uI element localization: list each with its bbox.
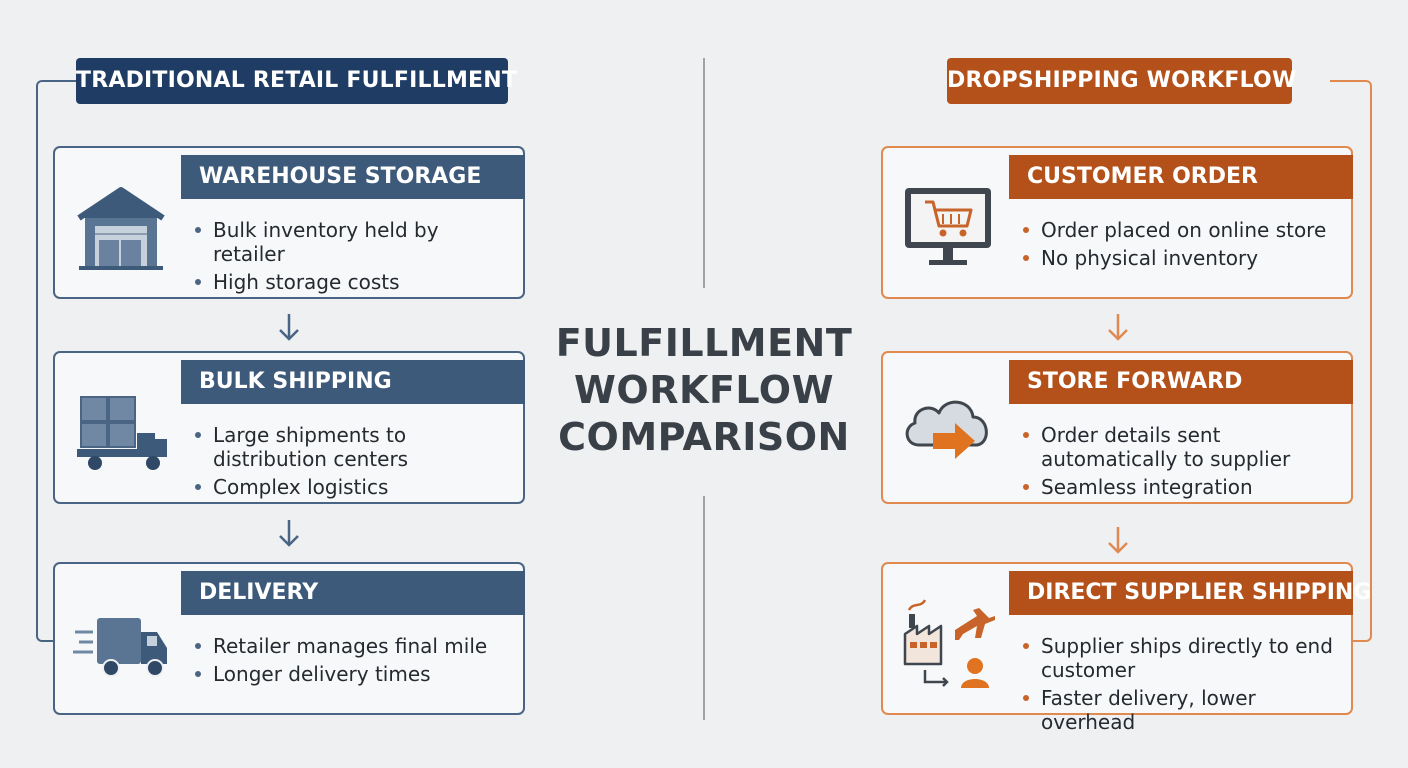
card-store-forward: STORE FORWARD Order details sent automat… (881, 351, 1353, 504)
title-line-1: FULFILLMENT (555, 321, 853, 365)
bullet-item: Large shipments to distribution centers (195, 423, 515, 471)
factory-plane-customer-icon (903, 599, 995, 688)
bullet-item: No physical inventory (1023, 246, 1343, 270)
bullet-item: Supplier ships directly to end customer (1023, 634, 1343, 682)
card-title: STORE FORWARD (1009, 360, 1353, 404)
card-title: CUSTOMER ORDER (1009, 155, 1353, 199)
card-direct-supplier-shipping: DIRECT SUPPLIER SHIPPING Supplier ships … (881, 562, 1371, 734)
bullet-item: Complex logistics (195, 475, 515, 499)
bullet-item: High storage costs (195, 270, 515, 294)
delivery-truck-icon (73, 618, 167, 677)
bullet-item: Order details sent automatically to supp… (1023, 423, 1343, 471)
bullet-item: Longer delivery times (195, 662, 515, 686)
down-arrow-icon (279, 520, 299, 547)
card-title: DELIVERY (181, 571, 525, 615)
bullet-list: Order details sent automatically to supp… (1023, 423, 1343, 503)
dropshipping-banner: DROPSHIPPING WORKFLOW (947, 58, 1296, 104)
card-title: BULK SHIPPING (181, 360, 525, 404)
card-delivery: DELIVERY Retailer manages final mile Lon… (53, 562, 525, 715)
bullet-list: Order placed on online store No physical… (1023, 218, 1343, 274)
bullet-list: Large shipments to distribution centers … (195, 423, 515, 503)
card-warehouse-storage: WAREHOUSE STORAGE Bulk inventory held by… (53, 146, 525, 299)
down-arrow-icon (1108, 314, 1128, 341)
card-title: DIRECT SUPPLIER SHIPPING (1009, 571, 1371, 615)
card-customer-order: CUSTOMER ORDER Order placed on online st… (881, 146, 1353, 299)
monitor-cart-icon (905, 188, 991, 265)
pallet-truck-icon (77, 396, 167, 470)
bullet-item: Bulk inventory held by retailer (195, 218, 515, 266)
bullet-item: Faster delivery, lower overhead (1023, 686, 1343, 734)
card-title: WAREHOUSE STORAGE (181, 155, 525, 199)
bullet-item: Order placed on online store (1023, 218, 1343, 242)
cloud-forward-icon (905, 400, 988, 459)
title-line-2: WORKFLOW (574, 368, 834, 412)
warehouse-icon (77, 187, 165, 270)
bullet-list: Bulk inventory held by retailer High sto… (195, 218, 515, 298)
card-bulk-shipping: BULK SHIPPING Large shipments to distrib… (53, 351, 525, 504)
traditional-banner: TRADITIONAL RETAIL FULFILLMENT (76, 58, 517, 104)
down-arrow-icon (1108, 527, 1128, 554)
page-title: FULFILLMENT WORKFLOW COMPARISON (540, 320, 868, 461)
bullet-item: Seamless integration (1023, 475, 1343, 499)
bullet-item: Retailer manages final mile (195, 634, 515, 658)
bullet-list: Retailer manages final mile Longer deliv… (195, 634, 515, 690)
down-arrow-icon (279, 314, 299, 341)
bullet-list: Supplier ships directly to end customer … (1023, 634, 1343, 738)
divider-top (703, 58, 705, 288)
divider-bottom (703, 496, 705, 720)
title-line-3: COMPARISON (558, 415, 850, 459)
